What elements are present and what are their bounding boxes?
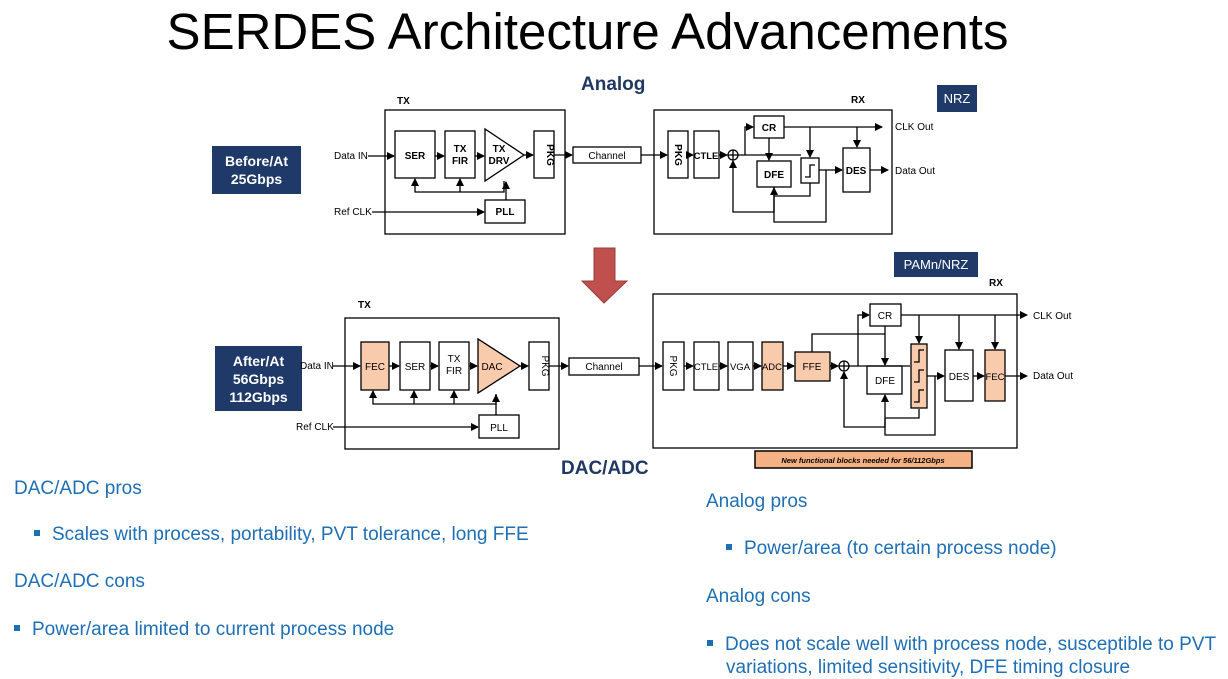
data-out-label-top: Data Out — [895, 166, 935, 177]
vga-label-bottom: VGA — [730, 362, 751, 373]
dac-adc-pros-item: Scales with process, portability, PVT to… — [34, 524, 529, 546]
analog-cons-heading: Analog cons — [706, 586, 811, 607]
rx-label-bottom: RX — [989, 278, 1003, 289]
data-out-label-bottom: Data Out — [1033, 371, 1073, 382]
ctle-label-bottom: CTLE — [694, 362, 718, 373]
rate-tag-after: After/At 56Gbps 112Gbps — [215, 346, 302, 411]
svg-text:DRV: DRV — [489, 156, 510, 167]
channel-label-bottom: Channel — [585, 362, 622, 373]
des-label-bottom: DES — [949, 372, 970, 383]
cr-label-top: CR — [762, 123, 777, 134]
channel-label-top: Channel — [588, 151, 625, 162]
adc-label-bottom: ADC — [762, 362, 782, 373]
bullet-icon — [34, 529, 40, 536]
bullet-icon — [14, 624, 20, 631]
analog-pros-heading: Analog pros — [706, 491, 808, 512]
ref-clk-label-bottom: Ref CLK — [296, 422, 334, 433]
pll-block-bottom — [478, 414, 520, 439]
pkg-rx-label-top: PKG — [672, 144, 683, 166]
analog-heading: Analog — [581, 74, 646, 95]
ffe-block-bottom — [794, 351, 831, 382]
bullet-icon — [726, 543, 732, 550]
cr-label-bottom: CR — [878, 311, 892, 322]
new-blocks-note: New functional blocks needed for 56/112G… — [781, 456, 944, 465]
tx-label-top: TX — [397, 96, 410, 107]
svg-text:TX: TX — [448, 354, 461, 365]
svg-text:FIR: FIR — [452, 156, 469, 167]
fec-rx-label-bottom: FEC — [986, 372, 1005, 383]
pkg-label-top: PKG — [544, 144, 555, 166]
pll-block-top — [484, 199, 526, 224]
analog-pros-item: Power/area (to certain process node) — [726, 538, 1057, 560]
dac-adc-heading: DAC/ADC — [561, 458, 649, 479]
dac-adc-cons-item: Power/area limited to current process no… — [14, 619, 394, 641]
page-title: SERDES Architecture Advancements — [166, 3, 1009, 60]
dfe-label-bottom: DFE — [875, 376, 895, 387]
fec-label-bottom: FEC — [365, 362, 385, 373]
clk-out-label-bottom: CLK Out — [1033, 311, 1072, 322]
dfe-label-top: DFE — [764, 170, 784, 181]
new-blocks-note-box — [754, 450, 973, 469]
tx-label-bottom: TX — [358, 300, 371, 311]
fec-block-bottom — [360, 341, 390, 391]
data-in-label-top: Data IN — [334, 151, 368, 162]
bullet-icon — [707, 639, 713, 646]
dac-block-bottom — [477, 337, 522, 395]
ffe-label-bottom: FFE — [803, 362, 822, 373]
tx-drv-block-top — [484, 127, 526, 183]
ref-clk-label-top: Ref CLK — [334, 207, 372, 218]
dac-adc-cons-heading: DAC/ADC cons — [14, 571, 145, 592]
nrz-tag: NRZ — [937, 85, 977, 112]
ctle-label-top: CTLE — [694, 151, 719, 162]
dac-adc-pros-heading: DAC/ADC pros — [14, 478, 142, 499]
svg-text:TX: TX — [454, 144, 467, 155]
rate-tag-before: Before/At 25Gbps — [212, 146, 301, 194]
down-arrow — [580, 247, 629, 304]
dac-label-bottom: DAC — [481, 362, 502, 373]
clk-out-label-top: CLK Out — [895, 122, 934, 133]
pll-label-bottom: PLL — [490, 423, 508, 434]
rx-box-top — [653, 109, 893, 235]
pkg-rx-label-bottom: PKG — [667, 355, 678, 376]
tx-box-top — [384, 109, 566, 235]
des-label-top: DES — [846, 166, 867, 177]
rx-label-top: RX — [851, 95, 865, 106]
svg-text:FIR: FIR — [446, 366, 462, 377]
pll-label-top: PLL — [496, 207, 515, 218]
analog-cons-item: Does not scale well with process node, s… — [707, 633, 1228, 679]
svg-text:TX: TX — [493, 144, 506, 155]
pamn-nrz-tag: PAMn/NRZ — [894, 252, 978, 277]
ser-label-bottom: SER — [405, 362, 426, 373]
ser-label-top: SER — [405, 151, 426, 162]
rx-box-bottom — [652, 293, 1018, 449]
tx-box-bottom — [344, 317, 560, 450]
pkg-label-bottom: PKG — [539, 355, 550, 376]
data-in-label-bottom: Data IN — [300, 361, 334, 372]
